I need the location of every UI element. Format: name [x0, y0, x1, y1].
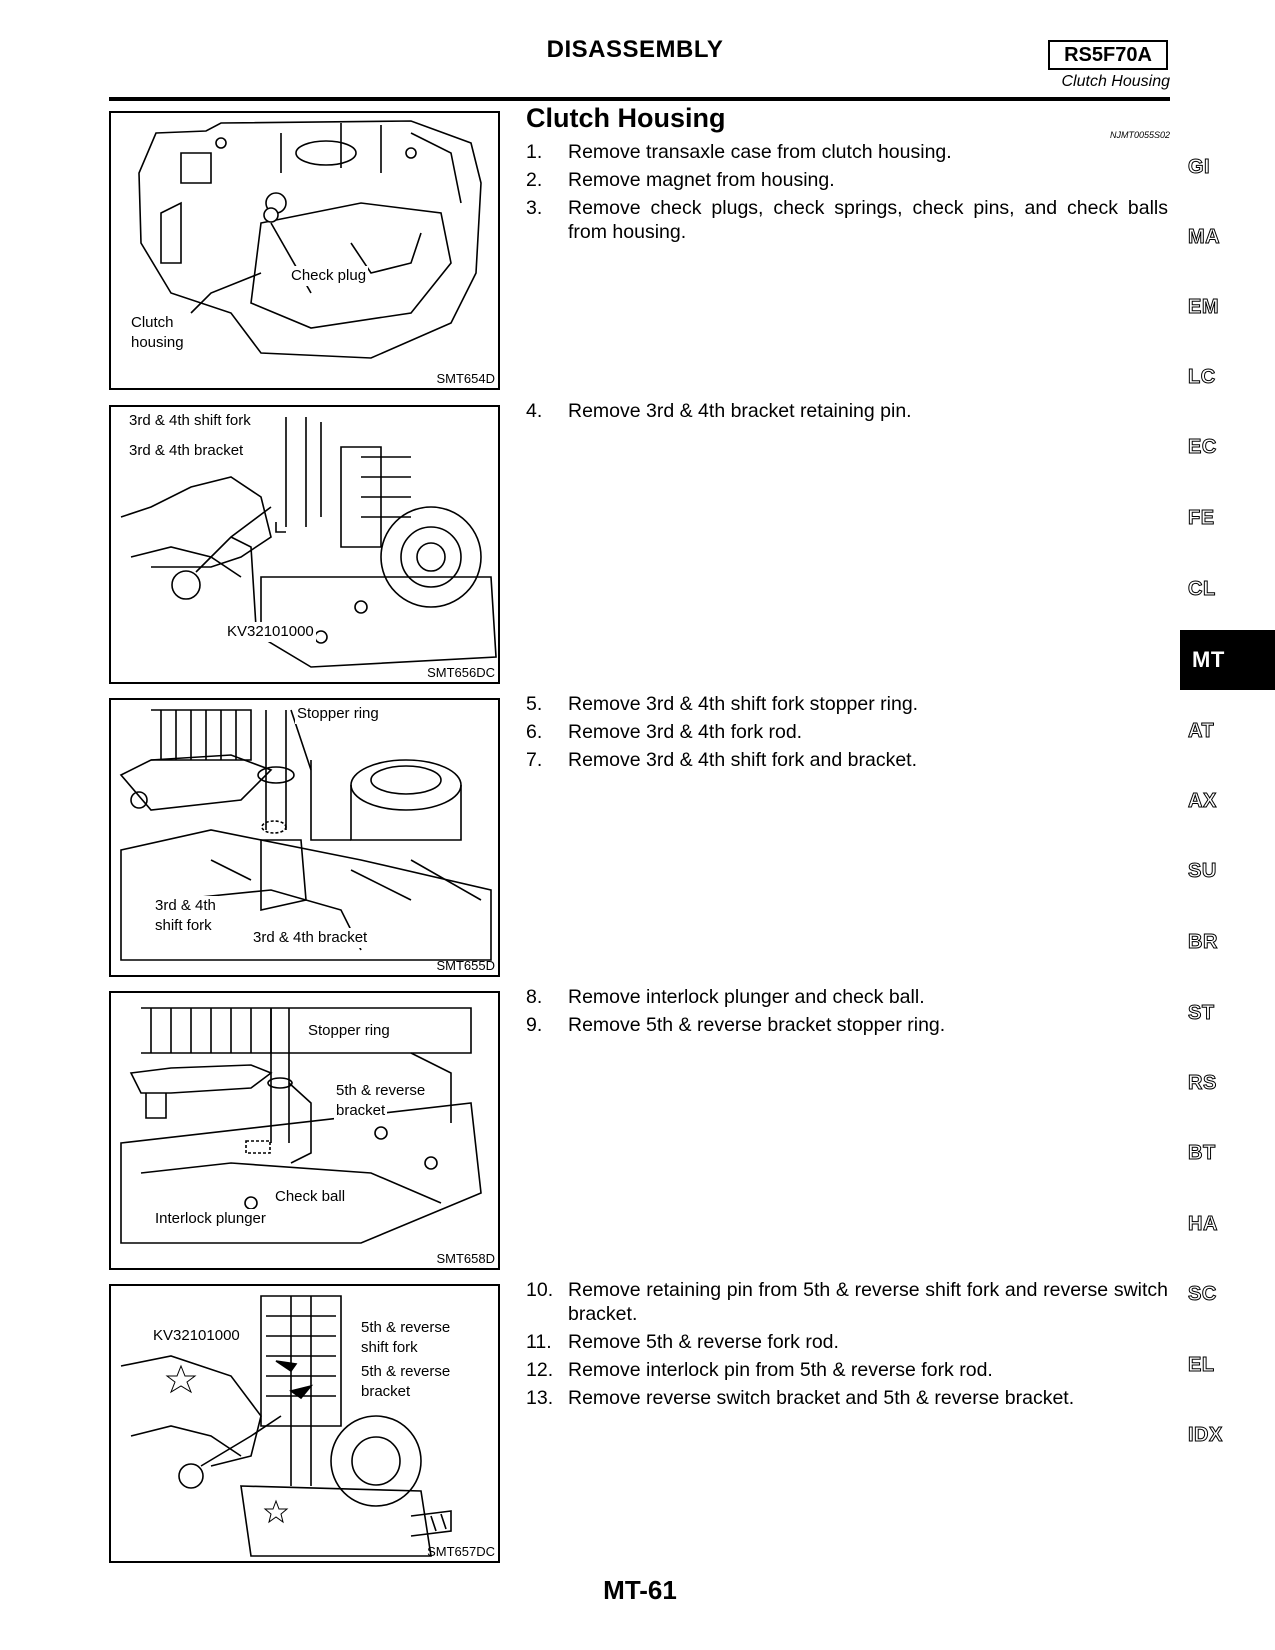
- tab-ma[interactable]: MA: [1188, 226, 1221, 249]
- tab-ha[interactable]: HA: [1188, 1213, 1218, 1236]
- fig3-label-shift-fork: shift fork: [153, 916, 214, 936]
- fig4-label-interlock-plunger: Interlock plunger: [153, 1209, 268, 1229]
- figure-code: SMT658D: [436, 1251, 495, 1266]
- figure-bracket-pin: 3rd & 4th shift fork 3rd & 4th bracket K…: [109, 405, 500, 684]
- tab-cl[interactable]: CL: [1188, 578, 1216, 601]
- tab-at[interactable]: AT: [1188, 720, 1215, 743]
- tab-st[interactable]: ST: [1188, 1002, 1215, 1025]
- reverse-bracket-illustration: [120, 1295, 452, 1557]
- step-item: 3.Remove check plugs, check springs, che…: [526, 197, 1168, 243]
- fig4-label-stopper-ring: Stopper ring: [306, 1021, 392, 1041]
- fig2-label-shift-fork: 3rd & 4th shift fork: [127, 411, 253, 431]
- tab-ec[interactable]: EC: [1188, 436, 1217, 459]
- fig3-label-3rd-4th: 3rd & 4th: [153, 896, 218, 916]
- steps-group-4: 8.Remove interlock plunger and check bal…: [526, 985, 1168, 1041]
- step-item: 4.Remove 3rd & 4th bracket retaining pin…: [526, 400, 912, 422]
- tab-rs[interactable]: RS: [1188, 1072, 1217, 1095]
- page-title: DISASSEMBLY: [546, 36, 724, 63]
- fig4-label-bracket: bracket: [334, 1101, 388, 1121]
- tab-em[interactable]: EM: [1188, 296, 1220, 319]
- step-item: 9.Remove 5th & reverse bracket stopper r…: [526, 1014, 946, 1036]
- fig5-label-shift-fork: shift fork: [359, 1338, 420, 1358]
- fig4-label-check-ball: Check ball: [273, 1187, 348, 1207]
- step-item: 5.Remove 3rd & 4th shift fork stopper ri…: [526, 693, 919, 715]
- reference-code: NJMT0055S02: [1109, 130, 1170, 140]
- figure-code: SMT656DC: [427, 665, 495, 680]
- step-item: 13.Remove reverse switch bracket and 5th…: [526, 1387, 1075, 1409]
- step-item: 11.Remove 5th & reverse fork rod.: [526, 1331, 839, 1353]
- fig3-label-bracket: 3rd & 4th bracket: [251, 928, 370, 948]
- steps-group-5: 10.Remove retaining pin from 5th & rever…: [526, 1278, 1168, 1414]
- fig2-label-tool: KV32101000: [225, 622, 316, 642]
- tab-fe[interactable]: FE: [1188, 507, 1215, 530]
- tab-bt[interactable]: BT: [1188, 1142, 1216, 1165]
- fig2-label-bracket: 3rd & 4th bracket: [127, 441, 246, 461]
- figure-clutch-housing: Check plug Clutch housing SMT654D: [109, 111, 500, 390]
- tab-sc[interactable]: SC: [1188, 1283, 1217, 1306]
- fig1-label-check-plug: Check plug: [289, 266, 369, 286]
- fig1-label-housing: housing: [131, 334, 184, 351]
- fig5-label-5th-reverse-b: 5th & reverse: [359, 1362, 453, 1382]
- steps-group-1: 1.Remove transaxle case from clutch hous…: [526, 140, 1168, 248]
- step-item: 12.Remove interlock pin from 5th & rever…: [526, 1359, 993, 1381]
- fig4-label-5th-reverse: 5th & reverse: [334, 1081, 428, 1101]
- fig5-label-5th-reverse-a: 5th & reverse: [359, 1318, 453, 1338]
- section-heading: Clutch Housing: [526, 103, 726, 133]
- step-item: 6.Remove 3rd & 4th fork rod.: [526, 721, 803, 743]
- steps-group-3: 5.Remove 3rd & 4th shift fork stopper ri…: [526, 692, 1168, 776]
- model-code-badge: RS5F70A: [1048, 40, 1168, 70]
- step-item: 8.Remove interlock plunger and check bal…: [526, 986, 925, 1008]
- figure-code: SMT654D: [436, 371, 495, 386]
- header-divider: [109, 97, 1170, 101]
- fig5-label-tool: KV32101000: [151, 1326, 242, 1346]
- page-number: MT-61: [603, 1575, 677, 1605]
- tab-br[interactable]: BR: [1188, 931, 1218, 954]
- tab-gi[interactable]: GI: [1188, 156, 1211, 179]
- running-section-title: Clutch Housing: [1061, 73, 1171, 90]
- fig1-label-clutch: Clutch: [131, 314, 174, 331]
- tab-el[interactable]: EL: [1188, 1354, 1215, 1377]
- figure-reverse-bracket: KV32101000 5th & reverse shift fork 5th …: [109, 1284, 500, 1563]
- tab-su[interactable]: SU: [1188, 860, 1217, 883]
- figure-interlock: Stopper ring 5th & reverse bracket Check…: [109, 991, 500, 1270]
- step-item: 7.Remove 3rd & 4th shift fork and bracke…: [526, 749, 918, 771]
- tab-mt-active[interactable]: MT: [1180, 630, 1275, 690]
- figure-stopper-ring: Stopper ring 3rd & 4th shift fork 3rd & …: [109, 698, 500, 977]
- tab-lc[interactable]: LC: [1188, 366, 1216, 389]
- tab-idx[interactable]: IDX: [1188, 1424, 1223, 1447]
- stopper-ring-illustration: [119, 709, 492, 961]
- tab-ax[interactable]: AX: [1188, 790, 1217, 813]
- steps-group-2: 4.Remove 3rd & 4th bracket retaining pin…: [526, 399, 1168, 427]
- interlock-illustration: [120, 1007, 482, 1244]
- figure-code: SMT655D: [436, 958, 495, 973]
- fig5-label-bracket: bracket: [359, 1382, 413, 1402]
- step-item: 1.Remove transaxle case from clutch hous…: [526, 141, 952, 163]
- fig3-label-stopper-ring: Stopper ring: [295, 704, 381, 724]
- step-item: 10.Remove retaining pin from 5th & rever…: [526, 1279, 1168, 1325]
- figure-code: SMT657DC: [427, 1544, 495, 1559]
- step-item: 2.Remove magnet from housing.: [526, 169, 835, 191]
